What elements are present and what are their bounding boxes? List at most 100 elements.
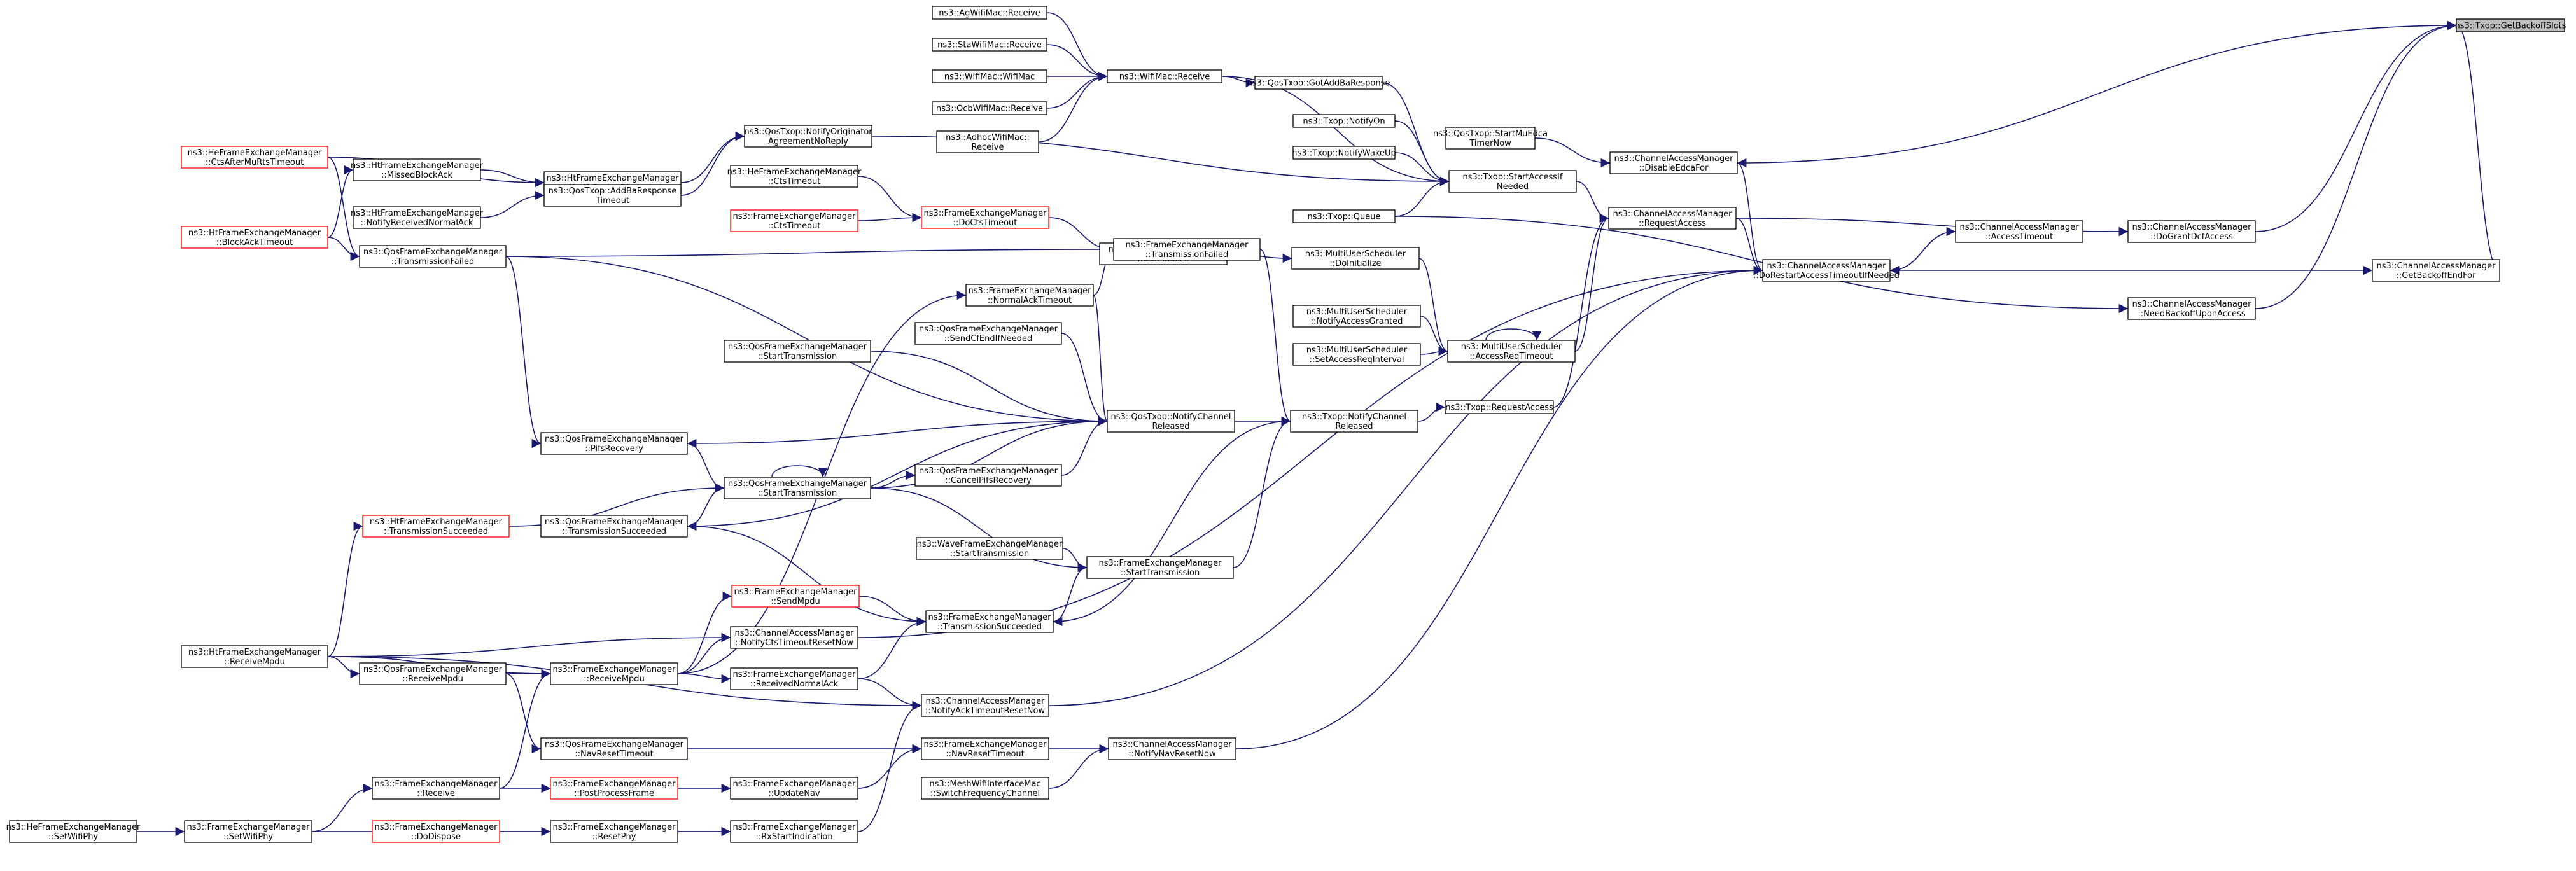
function-node[interactable]: ns3::HtFrameExchangeManager::Transmissio… [362, 515, 510, 538]
function-node[interactable]: ns3::HtFrameExchangeManager::ReceiveMpdu [181, 645, 328, 668]
function-node[interactable]: ns3::ChannelAccessManager::DoGrantDcfAcc… [2127, 220, 2256, 243]
function-node[interactable]: ns3::FrameExchangeManager::DoDispose [372, 820, 500, 843]
node-label-line: ::UpdateNav [768, 789, 820, 798]
function-node[interactable]: ns3::MeshWifiInterfaceMac::SwitchFrequen… [921, 777, 1049, 800]
function-node[interactable]: ns3::HeFrameExchangeManager::CtsTimeout [727, 165, 862, 188]
node-label-line: ns3::HtFrameExchangeManager [188, 228, 321, 238]
node-label-line: ::DoGrantDcfAccess [2150, 232, 2233, 242]
function-node[interactable]: ns3::AdhocWifiMac::Receive [936, 130, 1039, 153]
node-label-line: ::ReceiveMpdu [402, 674, 463, 684]
function-node[interactable]: ns3::ChannelAccessManager::DoRestartAcce… [1753, 259, 1900, 282]
function-node[interactable]: ns3::WifiMac::Receive [1107, 69, 1222, 83]
function-node[interactable]: ns3::FrameExchangeManager::SendMpdu [731, 585, 860, 608]
function-node[interactable]: ns3::QosTxop::GotAddBaResponse [1247, 76, 1390, 90]
function-node[interactable]: ns3::FrameExchangeManager::StartTransmis… [1086, 556, 1234, 579]
function-node[interactable]: ns3::FrameExchangeManager::ReceiveMpdu [550, 662, 678, 685]
node-label-line: ::AccessTimeout [1985, 232, 2053, 242]
function-node[interactable]: ns3::Txop::Queue [1292, 209, 1396, 223]
function-node[interactable]: ns3::QosFrameExchangeManager::NavResetTi… [540, 737, 688, 760]
function-node[interactable]: ns3::FrameExchangeManager::DoCtsTimeout [921, 206, 1049, 229]
node-box [914, 464, 1062, 487]
node-label-line: ns3::QosFrameExchangeManager [728, 342, 867, 352]
call-edge [1093, 295, 1108, 426]
function-node[interactable]: ns3::AgWifiMac::Receive [932, 6, 1047, 20]
call-edge [1235, 265, 1763, 749]
node-label-line: ns3::HtFrameExchangeManager [351, 209, 484, 218]
function-node[interactable]: ns3::FrameExchangeManager::CtsTimeout [730, 209, 858, 232]
node-box [550, 820, 678, 843]
function-node[interactable]: ns3::QosFrameExchangeManager::StartTrans… [724, 340, 871, 363]
function-node[interactable]: ns3::MultiUserScheduler::AccessReqTimeou… [1447, 340, 1576, 363]
node-label-line: ::StartTransmission [758, 489, 837, 498]
function-node[interactable]: ns3::MultiUserScheduler::DoInitialize [1291, 247, 1420, 270]
node-label-line: ns3::FrameExchangeManager [734, 587, 857, 597]
node-label-line: ns3::HtFrameExchangeManager [547, 174, 680, 183]
function-node[interactable]: ns3::ChannelAccessManager::DisableEdcaFo… [1609, 151, 1738, 174]
focus-function-node[interactable]: ns3::Txop::GetBackoffSlots [2454, 18, 2566, 32]
function-node[interactable]: ns3::MultiUserScheduler::NotifyAccessGra… [1292, 305, 1421, 328]
function-node[interactable]: ns3::FrameExchangeManager::PostProcessFr… [550, 777, 678, 800]
function-node[interactable]: ns3::StaWifiMac::Receive [932, 38, 1047, 52]
function-node[interactable]: ns3::ChannelAccessManager::NotifyNavRese… [1108, 737, 1236, 760]
function-node[interactable]: ns3::FrameExchangeManager::SetWifiPhy [184, 820, 312, 843]
function-node[interactable]: ns3::FrameExchangeManager::NormalAckTime… [965, 284, 1094, 307]
node-label-line: ns3::QosFrameExchangeManager [545, 435, 684, 444]
function-node[interactable]: ns3::Txop::NotifyWakeUp [1292, 146, 1396, 160]
call-edge [1735, 218, 1763, 275]
function-node[interactable]: ns3::OcbWifiMac::Receive [932, 101, 1047, 115]
function-node[interactable]: ns3::FrameExchangeManager::ResetPhy [550, 820, 678, 843]
node-label-line: ns3::MeshWifiInterfaceMac [929, 779, 1040, 789]
function-node[interactable]: ns3::FrameExchangeManager::RxStartIndica… [730, 820, 858, 843]
node-box [1292, 209, 1396, 223]
node-label-line: ns3::Txop::RequestAccess [1445, 403, 1553, 413]
function-node[interactable]: ns3::ChannelAccessManager::RequestAccess [1608, 207, 1737, 230]
function-node[interactable]: ns3::FrameExchangeManager::Receive [372, 777, 500, 800]
function-node[interactable]: ns3::QosFrameExchangeManager::StartTrans… [724, 477, 871, 499]
function-node[interactable]: ns3::Txop::NotifyOn [1292, 114, 1396, 128]
call-edge [1053, 416, 1291, 622]
function-node[interactable]: ns3::ChannelAccessManager::NotifyAckTime… [921, 694, 1049, 717]
function-node[interactable]: ns3::QosFrameExchangeManager::CancelPifs… [914, 464, 1062, 487]
call-edge [327, 165, 354, 238]
function-node[interactable]: ns3::QosFrameExchangeManager::ReceiveMpd… [359, 662, 507, 685]
function-node[interactable]: ns3::HtFrameExchangeManager::NotifyRecei… [351, 206, 484, 229]
function-node[interactable]: ns3::MultiUserScheduler::SetAccessReqInt… [1292, 343, 1421, 366]
function-node[interactable]: ns3::QosFrameExchangeManager::Transmissi… [359, 245, 507, 268]
function-node[interactable]: ns3::QosFrameExchangeManager::Transmissi… [540, 515, 688, 538]
node-box [1292, 146, 1396, 160]
function-node[interactable]: ns3::Txop::RequestAccess [1445, 400, 1554, 414]
call-edge [1420, 316, 1448, 356]
function-node[interactable]: ns3::HtFrameExchangeManager::BlockAckTim… [181, 226, 328, 249]
function-node[interactable]: ns3::ChannelAccessManager::NeedBackoffUp… [2127, 297, 2256, 320]
node-box [730, 209, 858, 232]
function-node[interactable]: ns3::WaveFrameExchangeManager::StartTran… [916, 537, 1063, 560]
function-node[interactable]: ns3::FrameExchangeManager::NavResetTimeo… [921, 737, 1049, 760]
function-node[interactable]: ns3::FrameExchangeManager::TransmissionS… [925, 610, 1054, 633]
node-label-line: ns3::HtFrameExchangeManager [188, 648, 321, 657]
function-node[interactable]: ns3::FrameExchangeManager::UpdateNav [730, 777, 858, 800]
function-node[interactable]: ns3::QosTxop::NotifyOriginatorAgreementN… [744, 125, 872, 148]
function-node[interactable]: ns3::QosFrameExchangeManager::SendCfEndI… [914, 322, 1062, 345]
function-node[interactable]: ns3::HeFrameExchangeManager::SetWifiPhy [6, 820, 141, 843]
function-node[interactable]: ns3::HtFrameExchangeManager::MissedBlock… [351, 158, 484, 181]
function-node[interactable]: ns3::ChannelAccessManager::NotifyCtsTime… [730, 626, 858, 649]
function-node[interactable]: ns3::WifiMac::WifiMac [932, 69, 1047, 83]
node-label-line: ::CtsTimeout [768, 221, 821, 231]
node-label-line: ::SetAccessReqInterval [1309, 355, 1404, 365]
function-node[interactable]: ns3::FrameExchangeManager::TransmissionF… [1113, 238, 1261, 261]
function-node[interactable]: ns3::ChannelAccessManager::AccessTimeout [1955, 220, 2083, 243]
node-box [730, 820, 858, 843]
function-node[interactable]: ns3::HeFrameExchangeManager::CtsAfterMuR… [181, 146, 328, 169]
function-node[interactable]: ns3::FrameExchangeManager::ReceivedNorma… [730, 667, 858, 690]
node-box [1292, 114, 1396, 128]
node-label-line: ::NotifyCtsTimeoutResetNow [735, 638, 853, 648]
function-node[interactable]: ns3::ChannelAccessManager::GetBackoffEnd… [2372, 259, 2500, 282]
function-node[interactable]: ns3::QosFrameExchangeManager::PifsRecove… [540, 432, 688, 455]
node-box [181, 226, 328, 249]
